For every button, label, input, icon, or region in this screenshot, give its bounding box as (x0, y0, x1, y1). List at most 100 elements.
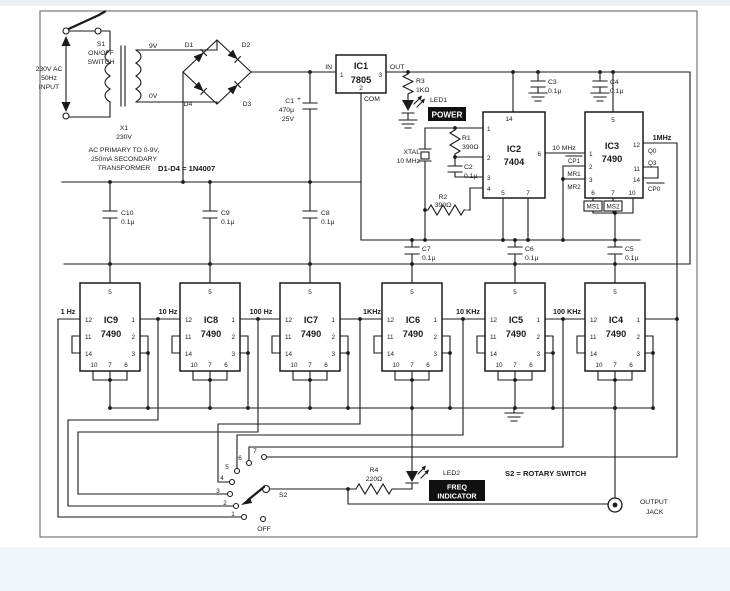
pin3: 3 (536, 351, 540, 358)
pin6: 6 (324, 362, 328, 369)
ic4-name: IC4 (609, 315, 624, 325)
ic1-name: IC1 (354, 61, 368, 71)
ic1-com-label: COM (364, 96, 380, 103)
ic4-part: 7490 (606, 329, 626, 339)
pin10: 10 (290, 362, 298, 369)
x1-voltage: 230V (116, 134, 132, 141)
pin3: 3 (131, 351, 135, 358)
pin12: 12 (285, 317, 293, 324)
c2-label: C2 (464, 164, 473, 171)
pin12: 12 (185, 317, 193, 324)
ic1-pin1: 1 (340, 72, 344, 79)
pin5: 5 (308, 289, 312, 296)
page-bottom-tint (0, 547, 730, 591)
ic2-pin2: 2 (487, 155, 491, 162)
ic3-ms1-label: MS1 (587, 204, 600, 211)
pin6: 6 (529, 362, 533, 369)
pin11: 11 (387, 334, 394, 341)
x1-desc-3: TRANSFORMER (98, 165, 151, 172)
s2-pos-7: 7 (253, 448, 257, 455)
pin3: 3 (433, 351, 437, 358)
ic3-mr1-label: MR1 (567, 171, 581, 178)
ic3-pin12: 12 (633, 142, 641, 149)
r4-label: R4 (370, 467, 379, 474)
pin6: 6 (124, 362, 128, 369)
r4-value: 220Ω (366, 476, 382, 483)
pin2: 2 (433, 334, 437, 341)
pin11: 11 (285, 334, 292, 341)
r3-label: R3 (416, 78, 425, 85)
ic3-name: IC3 (605, 141, 619, 151)
c10-label: C10 (121, 210, 134, 217)
ic3-body (584, 111, 644, 199)
pin6: 6 (224, 362, 228, 369)
c3-label: C3 (548, 79, 557, 86)
ic8-name: IC8 (204, 315, 218, 325)
pin2: 2 (536, 334, 540, 341)
pin7: 7 (513, 362, 517, 369)
ic2-pin6: 6 (537, 151, 541, 158)
s2-pos-5: 5 (225, 464, 229, 471)
pin5: 5 (410, 289, 414, 296)
ic2-pin14: 14 (505, 116, 513, 123)
rotary-switch-note: S2 = ROTARY SWITCH (505, 469, 586, 478)
ic3-q0-label: Q0 (648, 148, 657, 155)
ic1-part: 7805 (351, 75, 371, 85)
pin2: 2 (331, 334, 335, 341)
pin11: 11 (590, 334, 597, 341)
pin1: 1 (231, 317, 235, 324)
pin12: 12 (85, 317, 93, 324)
junction-dots (108, 70, 679, 491)
net-10hz: 10 Hz (159, 307, 178, 316)
c6-label: C6 (525, 246, 534, 253)
ic2-body (482, 111, 546, 199)
ic2-7404: IC2 7404 1 2 3 4 14 5 7 6 10 MHz (482, 111, 576, 199)
r2-value: 390Ω (435, 202, 451, 209)
ic3-q3-label: Q3 (648, 160, 657, 167)
ic2-pin5: 5 (501, 190, 505, 197)
ic3-7490: IC3 7490 5 1 2 3 6 7 10 12 11 14 CP1 MR1… (567, 111, 672, 212)
net-1khz: 1KHz (363, 307, 381, 316)
c5-label: C5 (625, 246, 634, 253)
ic9-part: 7490 (101, 329, 121, 339)
ic2-name: IC2 (507, 144, 521, 154)
r1-label: R1 (462, 135, 471, 142)
ic1-pin2: 2 (359, 85, 363, 92)
ic2-pin3: 3 (487, 175, 491, 182)
pin1: 1 (636, 317, 640, 324)
c10-value: 0.1µ (121, 219, 134, 226)
c2-value: 0.1µ (464, 173, 477, 180)
c3-value: 0.1µ (548, 88, 561, 95)
ic8-7490: 5 12 11 14 1 2 3 10 7 6 IC8 7490 (171, 262, 250, 410)
x1-desc-1: AC PRIMARY TO 0-9V, (89, 147, 160, 154)
s2-pos-6: 6 (238, 455, 242, 462)
pin14: 14 (387, 351, 395, 358)
pin2: 2 (131, 334, 135, 341)
pin3: 3 (231, 351, 235, 358)
tap-9v-label: 9V (149, 43, 158, 50)
pin5: 5 (108, 289, 112, 296)
freq-indicator-text-2: INDICATOR (437, 492, 477, 501)
s2-contact-7 (260, 453, 268, 461)
power-badge-text: POWER (432, 111, 463, 120)
pin3: 3 (331, 351, 335, 358)
c4-value: 0.1µ (610, 88, 623, 95)
pin1: 1 (433, 317, 437, 324)
pin1: 1 (536, 317, 540, 324)
schematic-border (39, 10, 698, 538)
pin10: 10 (595, 362, 603, 369)
net-100khz: 100 KHz (553, 307, 581, 316)
s1-label-3: SWITCH (88, 59, 115, 66)
pin7: 7 (308, 362, 312, 369)
c1-voltage: 25V (282, 116, 295, 123)
ic7-part: 7490 (301, 329, 321, 339)
ic3-pin11: 11 (633, 166, 640, 173)
ic1-regulator: IC1 7805 1 3 2 IN OUT COM (325, 54, 404, 103)
d2-label: D2 (242, 42, 251, 49)
ic1-pin3: 3 (378, 72, 382, 79)
diode-note: D1-D4 = 1N4007 (158, 164, 215, 173)
ic5-name: IC5 (509, 315, 523, 325)
s2-pos-3: 3 (216, 488, 220, 495)
c9-label: C9 (221, 210, 230, 217)
